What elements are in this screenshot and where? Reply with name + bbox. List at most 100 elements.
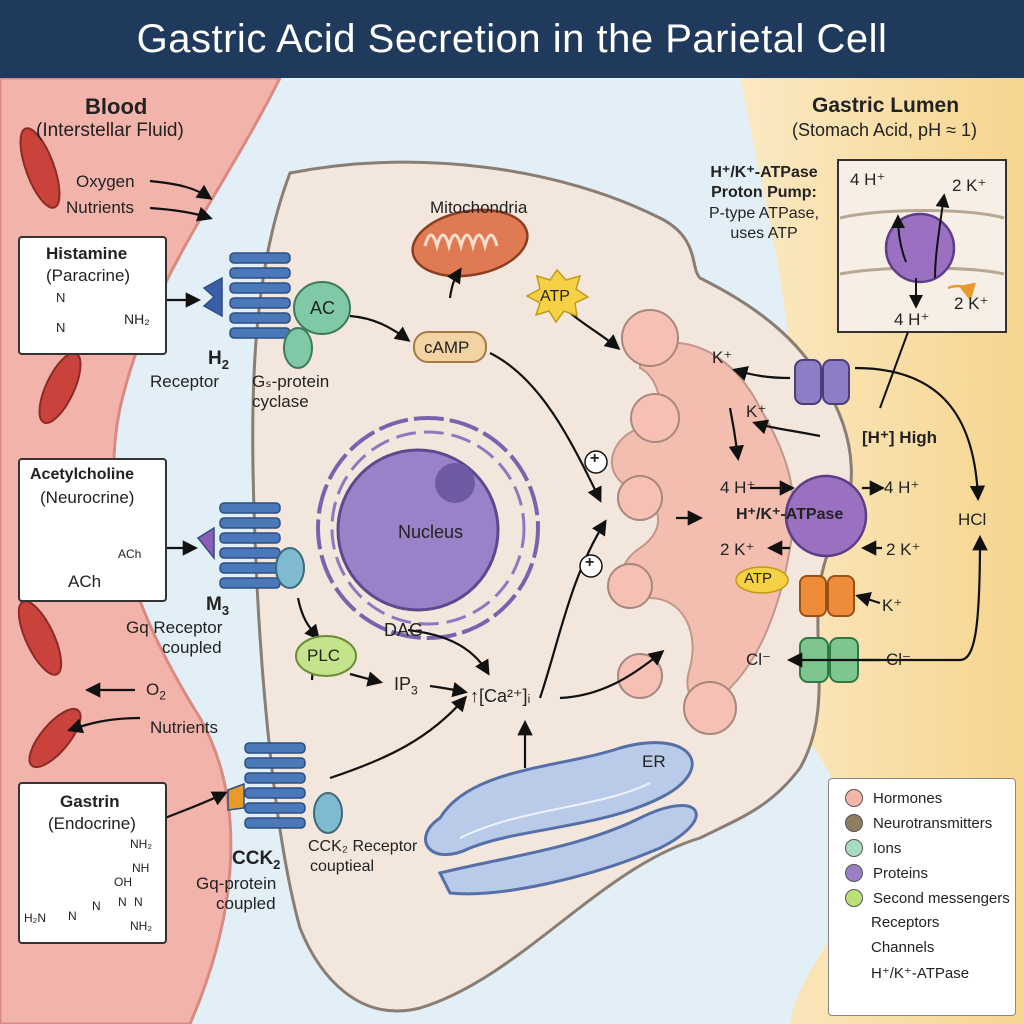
acetylcholine-name: Acetylcholine [30,466,135,483]
cl-out-label: Cl⁻ [886,650,912,669]
calcium-label: ↑[Ca²⁺]ᵢ [470,686,531,706]
camp-label: cAMP [424,338,470,357]
mitochondria-label: Mitochondria [430,198,528,217]
blood-subheading: (Interstellar Fluid) [36,120,184,141]
dag-label: DAG [384,620,424,640]
inset-desc2: uses ATP [730,225,798,242]
diagram-canvas: Blood (Interstellar Fluid) Oxygen Nutrie… [0,78,1024,1024]
m3-receptor-shape [196,502,281,589]
nutrients-in-label: Nutrients [66,198,135,217]
legend-swatch [845,864,863,882]
k-out-label: K⁺ [712,348,733,367]
gastrin-n1: N [68,909,77,923]
cck2-side-label2: couptieal [310,858,375,875]
gastrin-n3: N [118,895,127,909]
h2-receptor-label: Receptor [150,372,219,391]
legend-label: Channels [871,939,935,956]
cyclase-label: cyclase [252,392,309,411]
gastrin-nh2-bottom: NH₂ [130,919,152,933]
legend-swatch [845,889,863,907]
blood-heading: Blood [85,94,148,119]
k-channel-label: K⁺ [882,596,903,615]
cck2-receptor-label2: coupled [216,894,276,913]
acetylcholine-box: Acetylcholine (Neurocrine) ACh ACh [18,458,167,602]
cck2-receptor-shape [227,742,306,829]
plc-label: PLC [307,646,341,665]
legend-label: Hormones [873,789,943,807]
gastrin-n4: N [134,895,143,909]
camp-pill [413,331,487,363]
red-blood-cell [19,127,61,209]
inset-title2: Proton Pump: [711,184,817,201]
oxygen-label: Oxygen [76,172,135,191]
cck2-receptor-label: Gq-protein [196,874,277,893]
gastrin-box: Gastrin (Endocrine) NH₂ NH OH H₂N N N N … [18,782,167,944]
nucleus-label: Nucleus [398,522,464,542]
o2-label: O2 [146,680,166,703]
gs-protein-label: Gₛ-protein [252,372,330,391]
ach-label: ACh [68,572,102,591]
atp-burst [525,268,590,324]
gastrin-oh: OH [114,875,132,889]
hcl-label: HCl [958,510,987,529]
ach-small-label: ACh [118,547,142,561]
atp-pill [735,566,789,594]
ac-enzyme [293,281,351,335]
legend-icon-spacer [845,965,861,981]
legend-item: Neurotransmitters [845,814,992,832]
histamine-type: (Paracrine) [46,266,131,285]
inset-h-bottom: 4 H⁺ [894,310,930,329]
inset-k-top: 2 K⁺ [952,176,987,195]
gastrin-nh2-top: NH₂ [130,837,152,851]
ip3-label: IP3 [394,674,418,698]
lumen-subheading: (Stomach Acid, pH ≈ 1) [792,120,977,140]
legend-item: Hormones [845,789,942,807]
k-channel-orange [799,575,855,617]
legend-icon-spacer [845,940,861,956]
acetylcholine-type: (Neurocrine) [40,488,135,507]
plc-enzyme [295,635,357,677]
m3-receptor-name: M3 [206,594,230,618]
histamine-nh2: NH₂ [124,311,150,327]
legend-label: Ions [873,839,902,857]
gs-protein [283,327,313,369]
lumen-heading: Gastric Lumen [812,94,960,117]
legend-swatch [845,789,863,807]
gastrin-name: Gastrin [60,792,120,811]
histamine-name: Histamine [46,244,128,263]
cl-in-label: Cl⁻ [746,650,772,669]
two-k-out-label: 2 K⁺ [886,540,921,559]
gastrin-n2: N [92,899,101,913]
ac-label: AC [310,298,336,318]
h2-receptor-shape [202,252,291,339]
legend-item: Second messengers [845,889,1010,907]
legend-label: Second messengers [873,889,1010,907]
er-label: ER [642,752,666,771]
k-in-label: K⁺ [746,402,767,421]
gq-protein-cck [313,792,343,834]
inset-h-top: 4 H⁺ [850,170,886,189]
histamine-n1: N [56,290,66,305]
two-k-in-label: 2 K⁺ [720,540,755,559]
legend-swatch [845,814,863,832]
four-h-out-label: 4 H⁺ [884,478,920,497]
cck2-receptor-name: CCK2 [232,848,281,872]
histamine-n2: N [56,320,66,335]
inset-desc1: P-type ATPase, [709,205,819,222]
legend-item: Channels [845,939,934,956]
h2-receptor-name: H2 [208,348,229,372]
legend-label: Neurotransmitters [873,814,993,832]
nucleus-organelle [316,416,540,640]
legend-label: Receptors [871,914,940,931]
inset-k-bottom: 2 K⁺ [954,294,989,313]
plus-sign-2: + [585,554,595,571]
inset-title1: H⁺/K⁺-ATPase [710,164,818,181]
gastrin-type: (Endocrine) [48,814,136,833]
legend-label: Proteins [873,864,929,882]
histamine-box: Histamine (Paracrine) N N NH₂ [18,236,167,355]
gastrin-h2n: H₂N [24,911,46,925]
k-channel-top [794,359,850,405]
nutrients-out-label: Nutrients [150,718,219,737]
legend-item: Receptors [845,914,939,931]
